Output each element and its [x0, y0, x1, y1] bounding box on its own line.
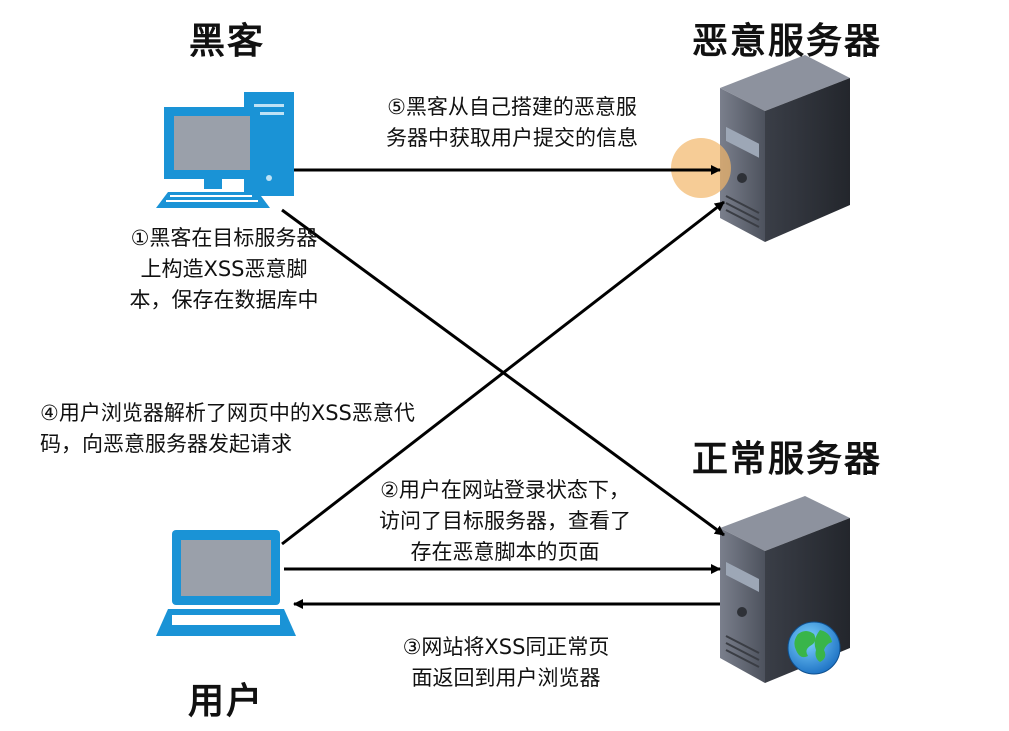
step5-caption: ⑤黑客从自己搭建的恶意服 务器中获取用户提交的信息 — [386, 95, 638, 150]
user-title: 用户 — [188, 681, 265, 722]
step4-caption: ④用户浏览器解析了网页中的XSS恶意代 码，向恶意服务器发起请求 — [40, 401, 415, 456]
step2-caption: ②用户在网站登录状态下， 访问了目标服务器，查看了 存在恶意脚本的页面 — [379, 478, 631, 564]
hacker-title: 黑客 — [189, 21, 266, 62]
hacker-computer-icon — [156, 92, 294, 208]
malicious-server-title: 恶意服务器 — [692, 21, 883, 62]
normal-server-title: 正常服务器 — [692, 439, 883, 480]
arrow-step4 — [281, 200, 725, 546]
highlight-circle — [671, 138, 731, 198]
step3-caption: ③网站将XSS同正常页 面返回到用户浏览器 — [402, 635, 610, 690]
step1-caption: ①黑客在目标服务器 上构造XSS恶意脚 本，保存在数据库中 — [129, 226, 319, 312]
globe-icon — [787, 621, 841, 675]
user-laptop-icon — [156, 530, 296, 636]
malicious-server-icon — [720, 55, 850, 242]
